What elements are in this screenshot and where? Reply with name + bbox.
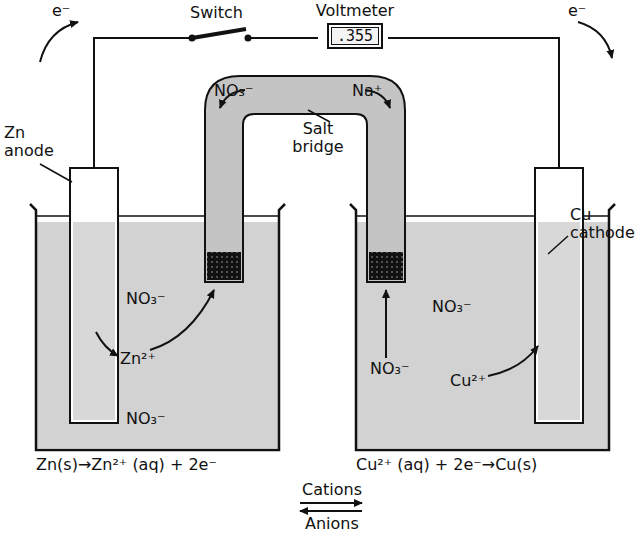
ion-label: NO₃⁻ [432,298,471,316]
ion-label: NO₃⁻ [370,360,409,378]
electrode-label: Cu cathode [570,206,636,243]
zinc-electrode [70,168,118,423]
bridge-plug [207,252,241,280]
wire [94,38,190,168]
ion-label: NO₃⁻ [126,290,165,308]
bridge-plug [369,252,403,280]
electron-label: e⁻ [52,2,70,20]
switch-lever [192,29,246,38]
electrode-label: Zn anode [4,124,64,161]
half-reaction: Zn(s)→Zn²⁺ (aq) + 2e⁻ [36,456,217,474]
ion-label: Na⁺ [352,82,382,100]
wire [388,38,559,168]
ion-label: NO₃⁻ [214,82,253,100]
ion-label: Zn²⁺ [120,350,156,368]
salt-bridge [205,76,405,282]
switch-label: Switch [190,4,243,22]
instrument-label: Voltmeter [296,1,414,20]
direction-label: Cations [302,481,362,499]
direction-label: Anions [305,515,359,533]
ion-label: Cu²⁺ [450,372,486,390]
meter-reading: .355 [327,23,383,49]
voltmeter: Voltmeter .355 [296,1,414,49]
half-reaction: Cu²⁺ (aq) + 2e⁻→Cu(s) [356,456,537,474]
electron-label: e⁻ [568,2,586,20]
left-beaker [30,204,285,450]
copper-solution [357,222,608,448]
ion-label: NO₃⁻ [126,410,165,428]
part-label: Salt bridge [283,120,353,157]
